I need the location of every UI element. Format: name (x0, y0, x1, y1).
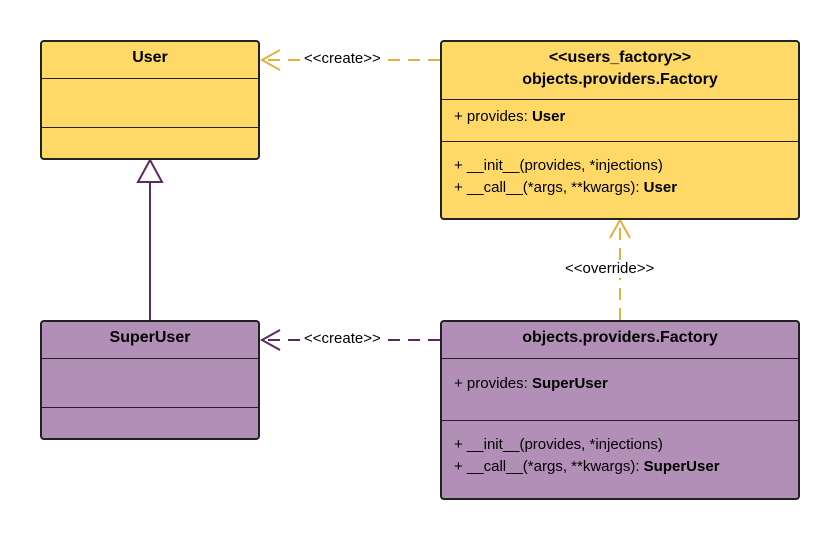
class-user: User (40, 40, 260, 160)
class-superuser-factory: objects.providers.Factory + provides: Su… (440, 320, 800, 500)
class-users-factory-op-call: + __call__(*args, **kwargs): User (442, 177, 798, 199)
attribute-prefix: + provides: (454, 375, 532, 392)
op-call-type: SuperUser (643, 458, 720, 475)
class-user-name: User (132, 49, 168, 66)
op-call-prefix: + __call__(*args, **kwargs): (454, 458, 644, 475)
class-superuser: SuperUser (40, 320, 260, 440)
class-users-factory-stereotype: <<users_factory>> (548, 49, 692, 66)
class-users-factory-name: objects.providers.Factory (522, 71, 718, 88)
class-superuser-name: SuperUser (109, 329, 191, 346)
inheritance-arrowhead (136, 157, 164, 183)
class-superuser-divider-2 (42, 407, 258, 408)
create-bottom-label: <<create>> (302, 330, 383, 348)
class-users-factory-divider-1 (442, 99, 798, 100)
attribute-type: User (531, 108, 566, 125)
class-users-factory-divider-2 (442, 141, 798, 142)
class-users-factory-op-init: + __init__(provides, *injections) (454, 157, 663, 174)
class-superuser-factory-name: objects.providers.Factory (522, 329, 718, 346)
class-superuser-factory-op-call: + __call__(*args, **kwargs): SuperUser (442, 456, 798, 478)
class-superuser-factory-divider-1 (442, 358, 798, 359)
class-users-factory-attribute: + provides: User (442, 106, 798, 128)
create-top-arrowhead (259, 49, 281, 71)
op-call-prefix: + __call__(*args, **kwargs): (454, 179, 644, 196)
class-superuser-factory-op-init: + __init__(provides, *injections) (454, 436, 663, 453)
override-label: <<override>> (563, 260, 657, 278)
class-superuser-factory-divider-2 (442, 420, 798, 421)
op-call-type: User (643, 179, 678, 196)
class-users-factory: <<users_factory>> objects.providers.Fact… (440, 40, 800, 220)
attribute-prefix: + provides: (454, 108, 532, 125)
class-user-divider-1 (42, 78, 258, 79)
class-user-divider-2 (42, 127, 258, 128)
override-arrowhead (609, 217, 631, 239)
class-superuser-divider-1 (42, 358, 258, 359)
create-bottom-arrowhead (259, 329, 281, 351)
class-superuser-factory-attribute: + provides: SuperUser (442, 373, 798, 395)
create-top-label: <<create>> (302, 50, 383, 68)
attribute-type: SuperUser (531, 375, 608, 392)
